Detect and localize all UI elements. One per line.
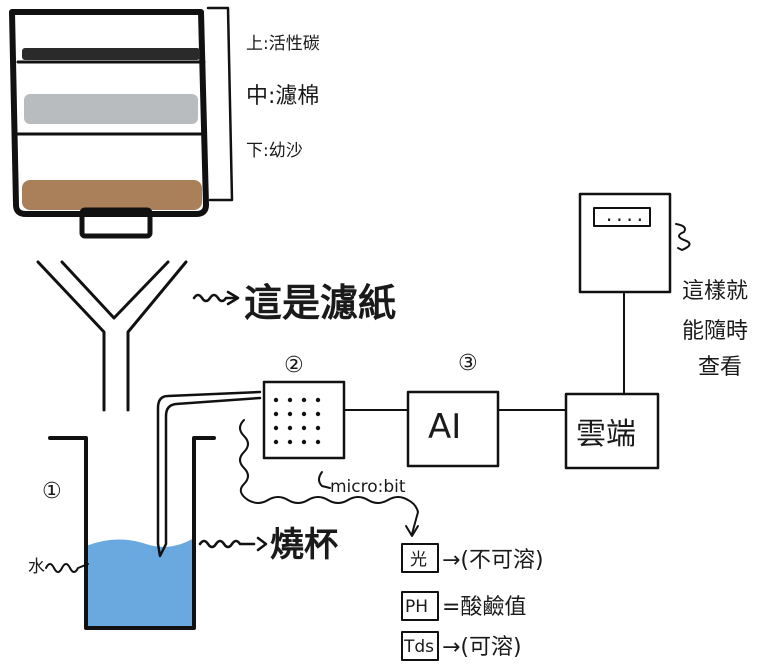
- cloud-box: [564, 392, 660, 470]
- ai-box: [406, 390, 500, 468]
- monitor-screen: [593, 207, 651, 227]
- monitor-note-line-1: 這樣就: [682, 279, 748, 304]
- filter-container: [9, 6, 234, 239]
- filter-layer-top-label: 上:活性碳: [246, 34, 320, 54]
- filter-layer-middle-cotton: [24, 94, 198, 124]
- monitor-note-line-2: 能隨時: [682, 319, 748, 344]
- beaker-side-arrow: [45, 563, 89, 573]
- sensor-cable: [239, 419, 419, 535]
- beaker: [48, 390, 262, 630]
- sensor-tds: Tds →(可溶): [401, 631, 522, 661]
- sensor-ph-text: =酸鹼值: [442, 595, 526, 620]
- sensor-tds-tag: Tds: [403, 637, 434, 657]
- filter-layer-bottom-sand: [22, 180, 202, 210]
- sensor-tds-text: →(可溶): [442, 635, 522, 660]
- funnel-note-arrow: [192, 290, 240, 306]
- monitor-note-arrow: [675, 223, 691, 251]
- filter-layer-bottom-label: 下:幼沙: [246, 141, 303, 161]
- cloud-label: 雲端: [576, 417, 636, 452]
- beaker-note-arrow: [198, 536, 268, 552]
- filter-layer-middle-label: 中:濾棉: [246, 84, 319, 109]
- beaker-number: ①: [42, 479, 62, 504]
- beaker-note: 燒杯: [270, 525, 338, 565]
- funnel-note: 這是濾紙: [244, 281, 396, 325]
- sensor-ph: PH =酸鹼值: [401, 591, 526, 621]
- sensor-light-tag: 光: [410, 550, 427, 570]
- monitor-note-line-3: 查看: [698, 355, 742, 380]
- filter-layer-top-carbon: [22, 48, 200, 60]
- ai-label: AI: [428, 407, 461, 447]
- monitor-device: [578, 192, 672, 294]
- beaker-side-mark: 水: [28, 557, 45, 577]
- board-number: ②: [284, 353, 304, 378]
- microbit-caption-arrow: [318, 471, 331, 489]
- sensor-cable-arrowhead: [405, 525, 419, 537]
- microbit-caption: micro:bit: [330, 477, 406, 497]
- microbit-board: [262, 380, 346, 460]
- led-matrix: [273, 397, 321, 445]
- beaker-water: [86, 538, 194, 628]
- sensor-ph-tag: PH: [405, 597, 428, 617]
- funnel: [36, 260, 188, 412]
- sensor-light-text: →(不可溶): [442, 548, 544, 573]
- ai-number: ③: [458, 351, 478, 376]
- sensor-light: 光 →(不可溶): [401, 543, 544, 573]
- monitor-screen-text: ....: [604, 206, 645, 226]
